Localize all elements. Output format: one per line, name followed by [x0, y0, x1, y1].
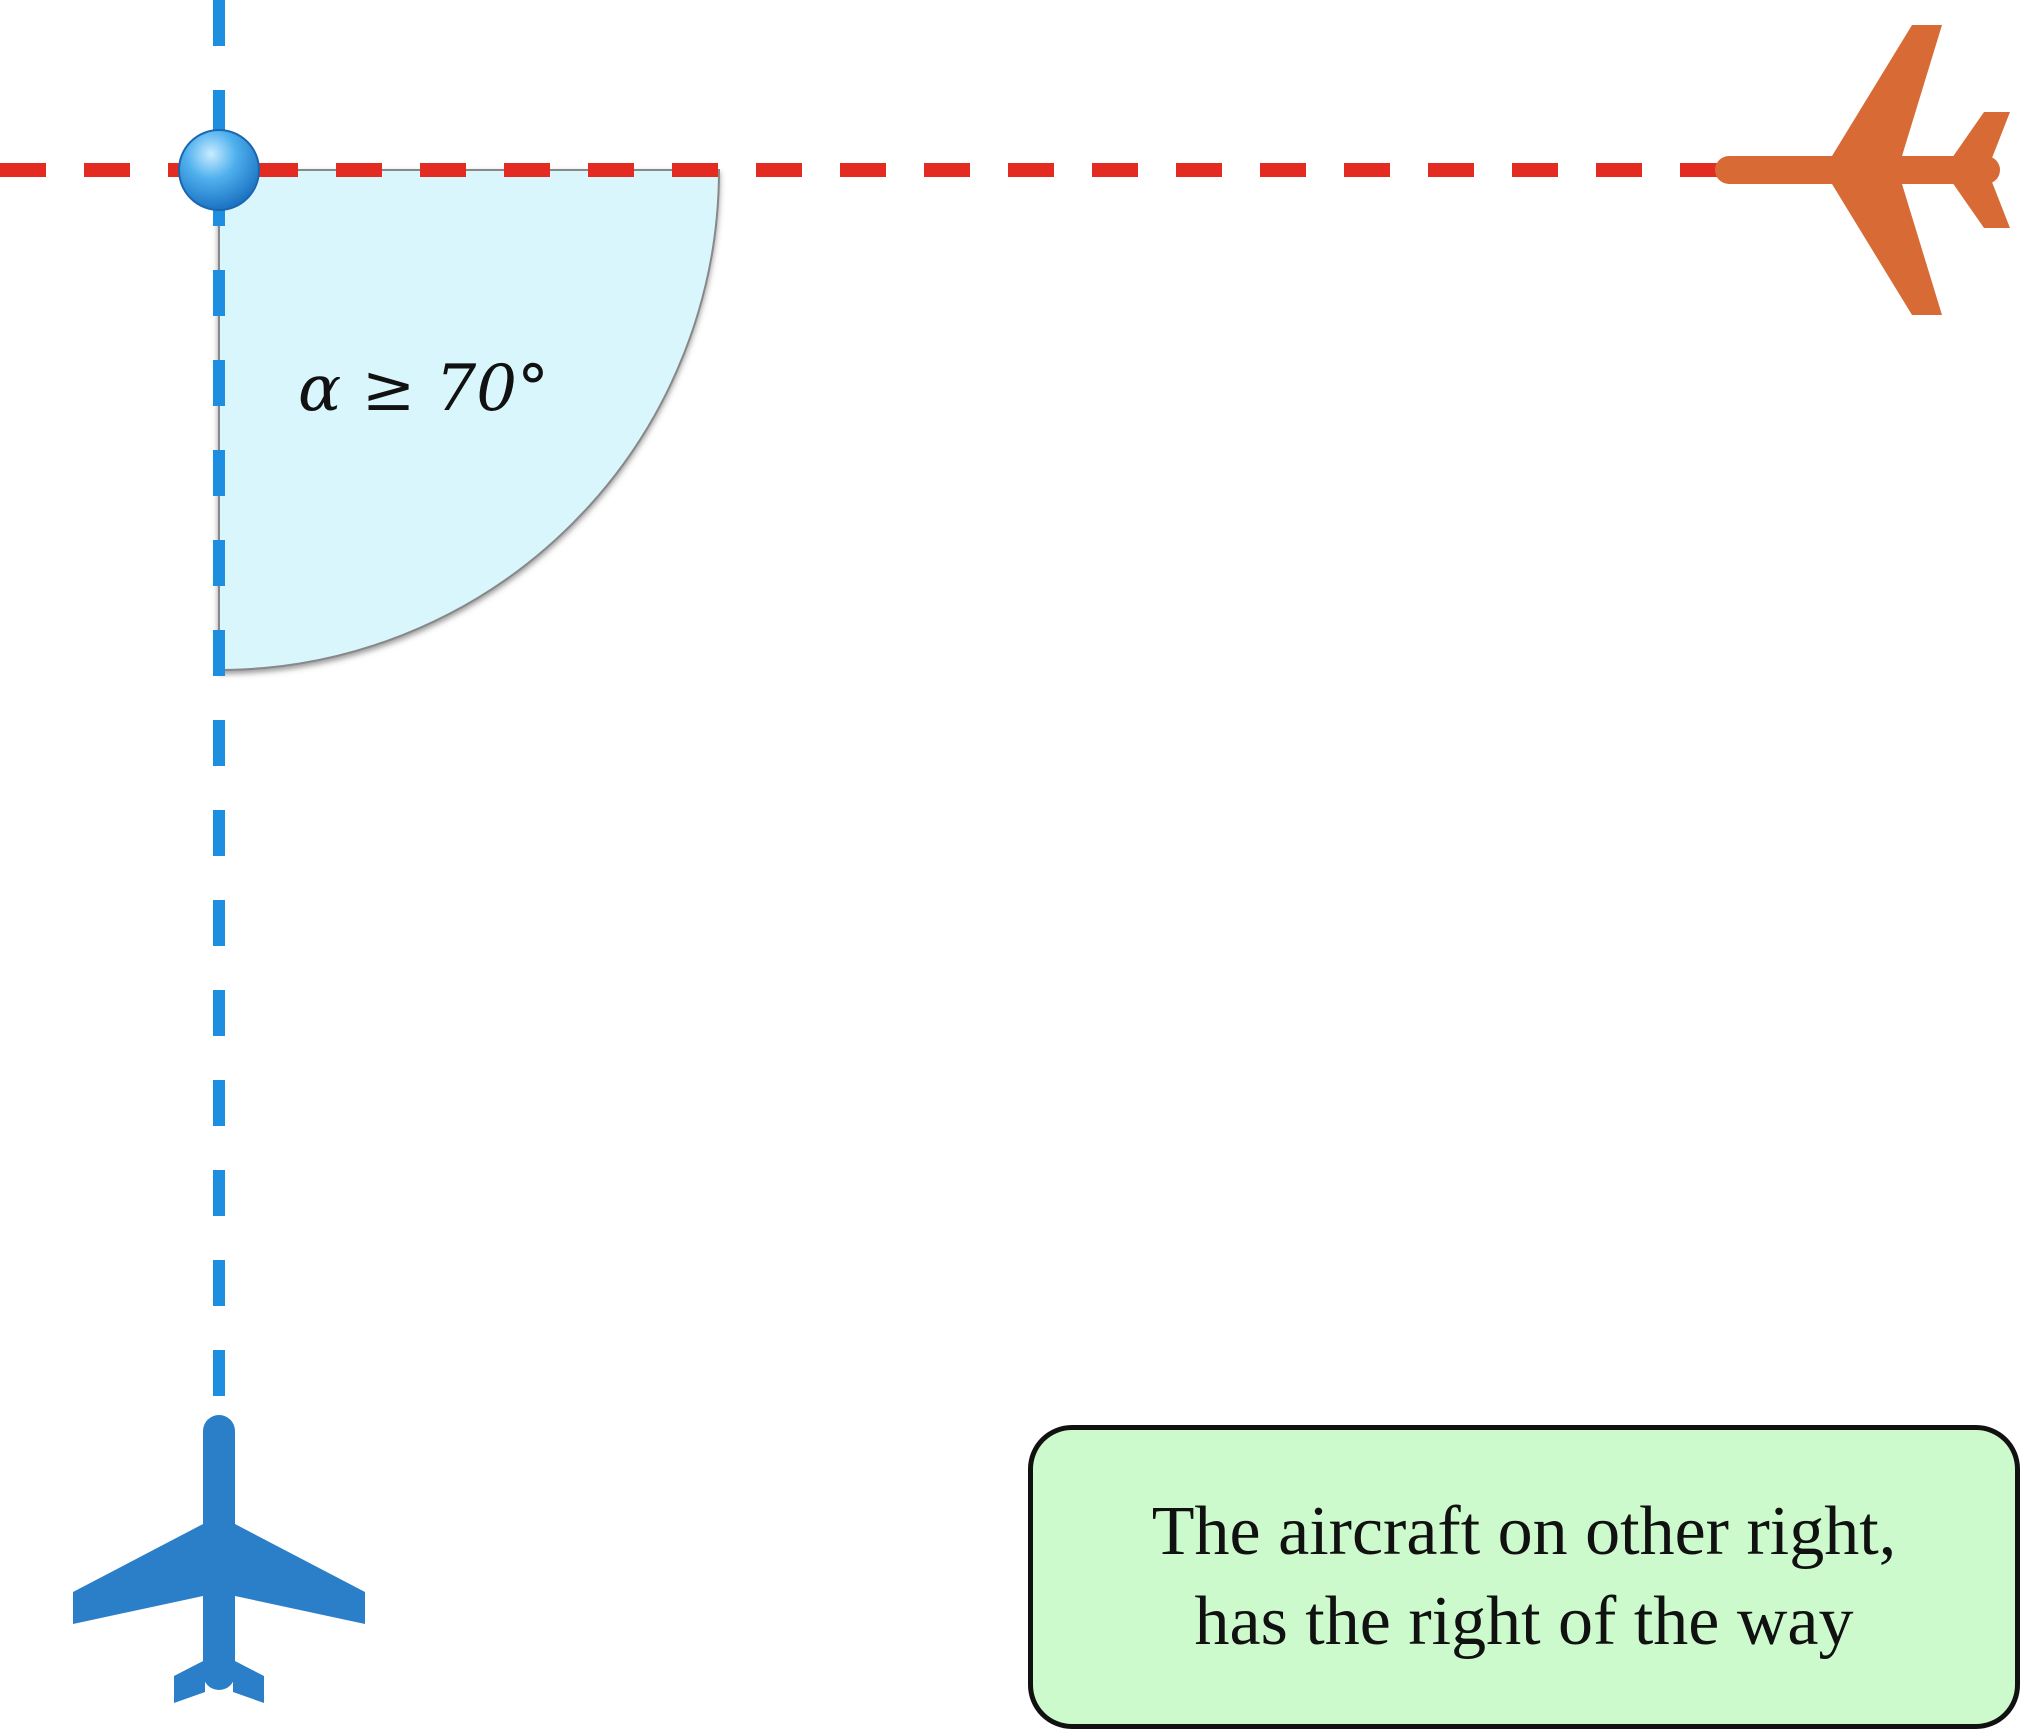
intersection-point-marker-icon [178, 129, 260, 211]
own-aircraft-airplane-icon [73, 1415, 365, 1703]
rule-message-line-1: The aircraft on other right, [1151, 1493, 1897, 1570]
angle-label: α ≥ 70° [298, 352, 549, 426]
rule-message-box: The aircraft on other right, has the rig… [1028, 1425, 2020, 1729]
other-aircraft-airplane-icon [1715, 25, 2010, 315]
rule-message-text: The aircraft on other right, has the rig… [1152, 1487, 1896, 1667]
angle-sector [218, 169, 721, 672]
rule-message-line-2: has the right of the way [1194, 1583, 1854, 1660]
